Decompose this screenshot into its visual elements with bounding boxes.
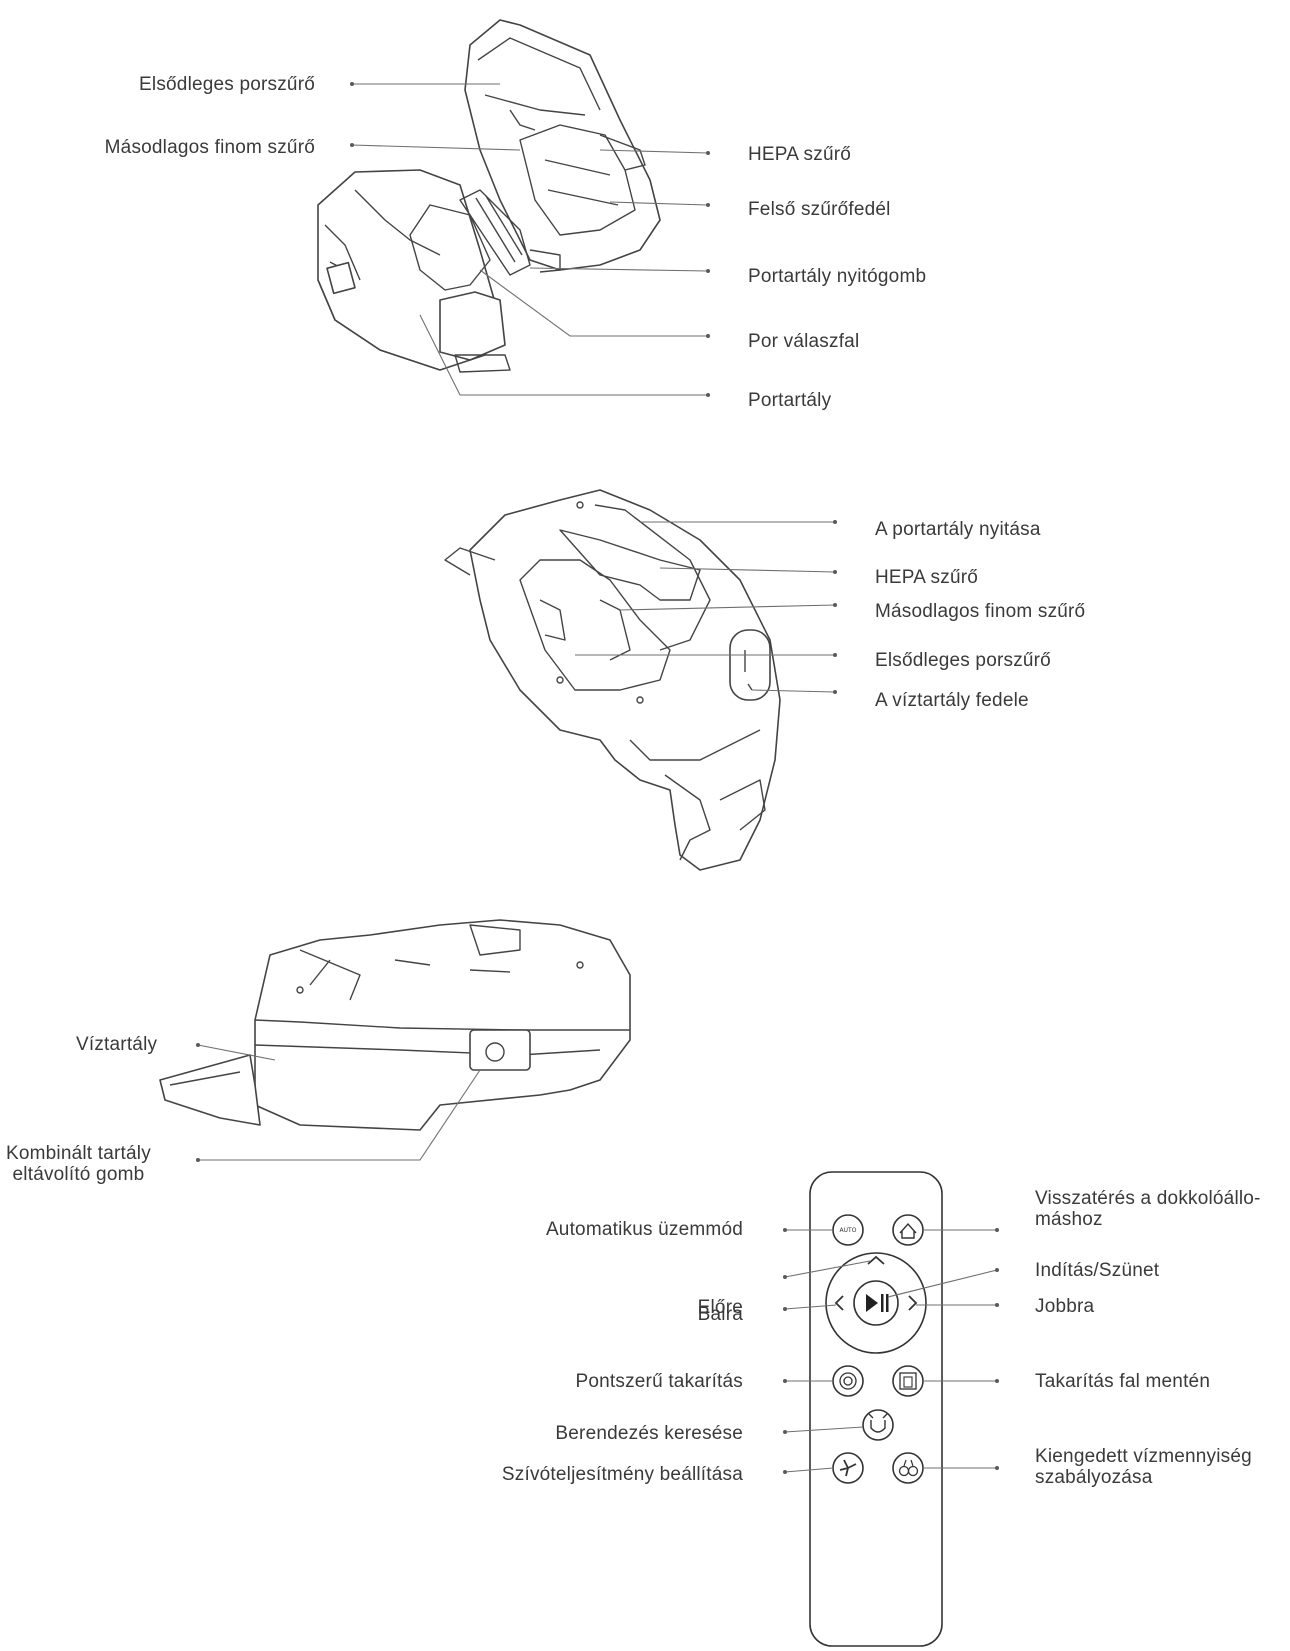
label-return-home: Visszatérés a dokkolóállo- máshoz [1035, 1188, 1261, 1230]
label-right: Jobbra [1035, 1296, 1094, 1317]
label-auto-mode: Automatikus üzemmód [546, 1219, 743, 1240]
label-dust-partition: Por válaszfal [748, 331, 859, 352]
remote-control: AUTO [810, 1172, 942, 1646]
label-find-device: Berendezés keresése [555, 1423, 743, 1444]
label-primary-filter: Elsődleges porszűrő [139, 74, 315, 95]
label-water-tank: Víztartály [76, 1034, 157, 1055]
label-water-amount-line2: szabályozása [1035, 1467, 1252, 1488]
label-combo-release-line2: eltávolító gomb [6, 1164, 151, 1185]
label-primary-filter-2: Elsődleges porszűrő [875, 650, 1051, 671]
label-water-amount: Kiengedett vízmennyiség szabályozása [1035, 1446, 1252, 1488]
home-button[interactable] [893, 1215, 923, 1245]
label-combo-release-line1: Kombinált tartály [6, 1143, 151, 1164]
edge-clean-button[interactable] [893, 1366, 923, 1396]
label-secondary-filter-2: Másodlagos finom szűrő [875, 601, 1085, 622]
label-hepa-filter-2: HEPA szűrő [875, 567, 978, 588]
spot-clean-button[interactable] [833, 1366, 863, 1396]
label-secondary-filter: Másodlagos finom szűrő [105, 137, 315, 158]
label-start-pause: Indítás/Szünet [1035, 1260, 1159, 1281]
label-open-dustbin: A portartály nyitása [875, 519, 1041, 540]
label-edge-clean: Takarítás fal mentén [1035, 1371, 1210, 1392]
dustbin-open-illustration [318, 20, 660, 372]
label-combo-release: Kombinált tartály eltávolító gomb [6, 1143, 151, 1185]
label-dustbin-open-button: Portartály nyitógomb [748, 266, 926, 287]
label-top-filter-cover: Felső szűrőfedél [748, 199, 891, 220]
pause-bar-icon [881, 1294, 884, 1312]
label-hepa-filter: HEPA szűrő [748, 144, 851, 165]
find-device-button[interactable] [863, 1410, 893, 1440]
remote-body [810, 1172, 942, 1646]
label-suction-power: Szívóteljesítmény beállítása [502, 1464, 743, 1485]
label-return-home-line2: máshoz [1035, 1209, 1261, 1230]
auto-button-text: AUTO [840, 1227, 857, 1234]
filters-illustration [445, 490, 780, 870]
label-water-amount-line1: Kiengedett vízmennyiség [1035, 1446, 1252, 1467]
label-water-tank-lid: A víztartály fedele [875, 690, 1029, 711]
label-dustbin: Portartály [748, 390, 831, 411]
label-spot-clean: Pontszerű takarítás [576, 1371, 744, 1392]
label-left: Balra [698, 1304, 743, 1325]
label-return-home-line1: Visszatérés a dokkolóállo- [1035, 1188, 1261, 1209]
water-tank-illustration [160, 920, 630, 1130]
